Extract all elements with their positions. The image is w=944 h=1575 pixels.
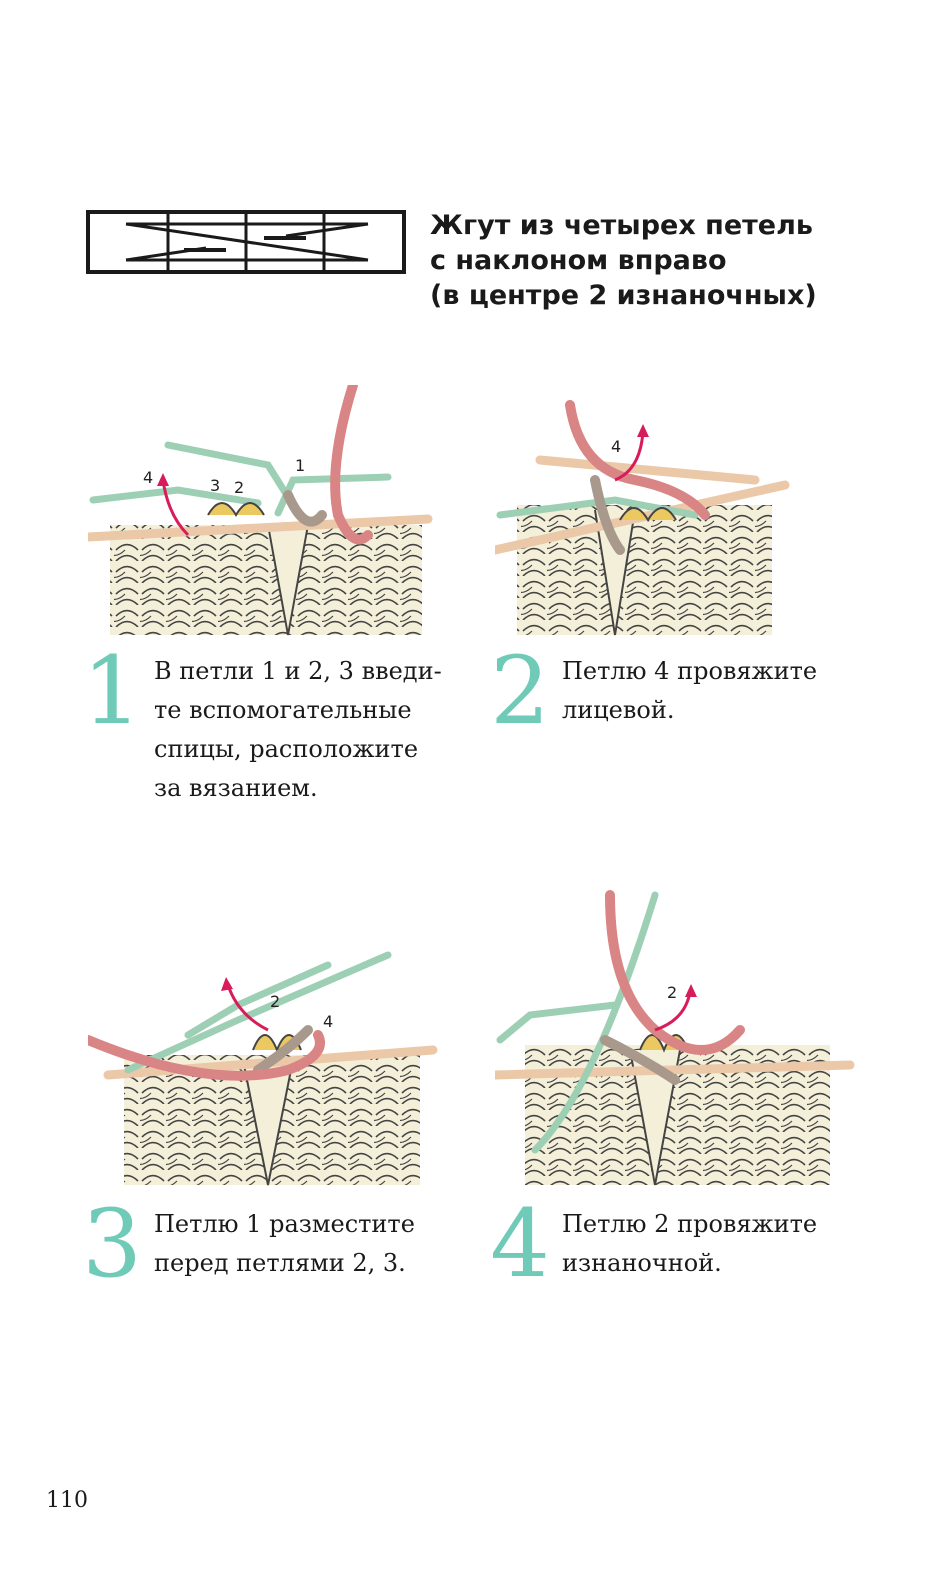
loop-label-2: 2 — [234, 478, 244, 497]
cable-needle-2 — [89, 486, 262, 507]
cable-chart-symbol — [86, 210, 406, 274]
step-1-illustration: 4 3 2 1 — [88, 385, 433, 636]
title-line-1: Жгут из четырех петель — [430, 210, 813, 241]
loop-label-4: 4 — [143, 468, 153, 487]
step-text-line: спицы, расположите — [154, 735, 419, 763]
cable-needle — [496, 1001, 619, 1044]
step-text-line: лицевой. — [562, 696, 675, 724]
working-needle — [88, 514, 433, 542]
step-text-line: перед петлями 2, 3. — [154, 1249, 406, 1277]
step-text-line: Петлю 2 провяжите — [562, 1210, 818, 1238]
loop-label-2: 2 — [667, 983, 677, 1002]
step-4: 4 Петлю 2 провяжите изнаночной. — [488, 1190, 817, 1299]
pink-yarn — [605, 890, 745, 1055]
title-line-2: с наклоном вправо — [430, 245, 727, 276]
step-number: 3 — [82, 1190, 142, 1299]
step-number: 4 — [490, 1190, 550, 1299]
step-text-line: изнаночной. — [562, 1249, 722, 1277]
cable-needle-1 — [274, 473, 392, 517]
right-needle — [535, 455, 760, 485]
step-3-illustration: 2 4 — [88, 951, 438, 1186]
loop-label-3: 3 — [210, 476, 220, 495]
step-2: 2 Петлю 4 провяжите лицевой. — [488, 637, 817, 746]
step-2-illustration: 4 — [495, 400, 790, 636]
step-number: 1 — [82, 637, 142, 746]
step-text: В петли 1 и 2, 3 введи- те вспомогательн… — [154, 652, 442, 808]
step-text-line: за вязанием. — [154, 774, 318, 802]
step-text-line: Петлю 4 провяжите — [562, 657, 818, 685]
title-line-3: (в центре 2 изнаночных) — [430, 280, 817, 311]
section-title: Жгут из четырех петель с наклоном вправо… — [430, 208, 900, 313]
working-needle — [495, 1060, 855, 1080]
red-arrow — [226, 984, 269, 1032]
step-4-illustration: 2 — [495, 890, 855, 1186]
step-1: 1 В петли 1 и 2, 3 введи- те вспомогател… — [80, 637, 442, 808]
loop-label-4: 4 — [323, 1012, 333, 1031]
pink-yarn — [88, 1030, 325, 1081]
loop-label-4: 4 — [611, 437, 621, 456]
knit-fabric — [517, 505, 772, 635]
step-text: Петлю 2 провяжите изнаночной. — [562, 1205, 817, 1283]
pink-yarn — [330, 385, 373, 545]
page-number: 110 — [46, 1488, 88, 1513]
cable-needle-1 — [124, 951, 392, 1074]
loop-label-2: 2 — [270, 992, 280, 1011]
step-text: Петлю 1 разместите перед петлями 2, 3. — [154, 1205, 415, 1283]
loop-label-1: 1 — [295, 456, 305, 475]
red-arrow — [614, 431, 645, 482]
step-number: 2 — [490, 637, 550, 746]
step-3: 3 Петлю 1 разместите перед петлями 2, 3. — [80, 1190, 415, 1299]
knit-fabric — [110, 525, 422, 635]
step-text: Петлю 4 провяжите лицевой. — [562, 652, 817, 730]
step-text-line: те вспомогательные — [154, 696, 412, 724]
step-text-line: Петлю 1 разместите — [154, 1210, 415, 1238]
step-text-line: В петли 1 и 2, 3 введи- — [154, 657, 442, 685]
pink-yarn — [565, 400, 710, 520]
